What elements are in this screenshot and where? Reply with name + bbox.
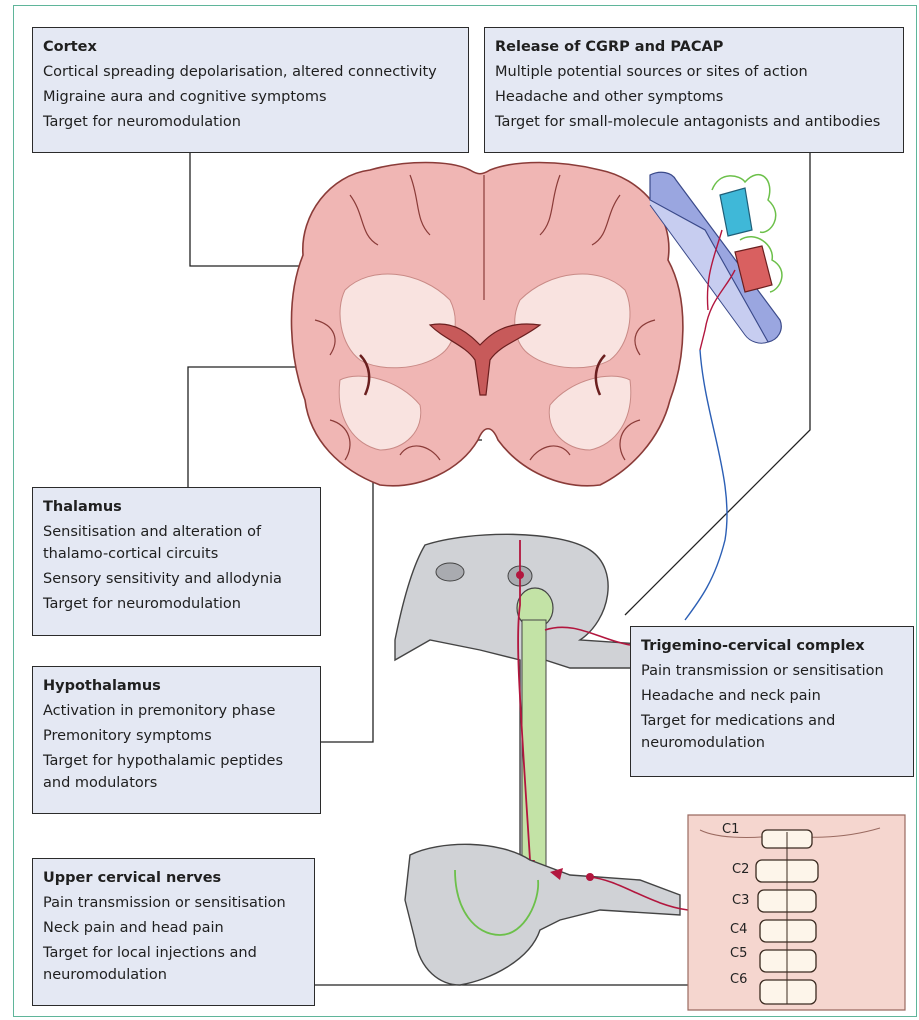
hypothalamus-title: Hypothalamus bbox=[43, 676, 310, 696]
tcc-line: Pain transmission or sensitisation bbox=[641, 661, 903, 681]
cortex-line: Target for neuromodulation bbox=[43, 112, 458, 132]
cgrp-box: Release of CGRP and PACAP Multiple poten… bbox=[484, 27, 904, 153]
thalamus-box: Thalamus Sensitisation and alteration of… bbox=[32, 487, 321, 636]
cortex-line: Cortical spreading depolarisation, alter… bbox=[43, 62, 458, 82]
vertebra-label-c5: C5 bbox=[730, 946, 747, 961]
vertebra-label-c2: C2 bbox=[732, 862, 749, 877]
thalamus-title: Thalamus bbox=[43, 497, 310, 517]
ucn-line: neuromodulation bbox=[43, 965, 304, 985]
hypothalamus-line: Premonitory symptoms bbox=[43, 726, 310, 746]
cgrp-title: Release of CGRP and PACAP bbox=[495, 37, 893, 57]
tcc-line: Headache and neck pain bbox=[641, 686, 903, 706]
vertebra-label-c4: C4 bbox=[730, 922, 747, 937]
tcc-title: Trigemino-cervical complex bbox=[641, 636, 903, 656]
cgrp-line: Headache and other symptoms bbox=[495, 87, 893, 107]
hypothalamus-line: Target for hypothalamic peptides bbox=[43, 751, 310, 771]
cgrp-line: Target for small-molecule antagonists an… bbox=[495, 112, 893, 132]
ucn-line: Target for local injections and bbox=[43, 943, 304, 963]
hypothalamus-line: and modulators bbox=[43, 773, 310, 793]
tcc-box: Trigemino-cervical complex Pain transmis… bbox=[630, 626, 914, 777]
ucn-line: Pain transmission or sensitisation bbox=[43, 893, 304, 913]
cortex-line: Migraine aura and cognitive symptoms bbox=[43, 87, 458, 107]
cortex-box: Cortex Cortical spreading depolarisation… bbox=[32, 27, 469, 153]
hypothalamus-box: Hypothalamus Activation in premonitory p… bbox=[32, 666, 321, 814]
thalamus-line: Sensitisation and alteration of bbox=[43, 522, 310, 542]
cortex-connector bbox=[190, 153, 315, 266]
tcc-line: neuromodulation bbox=[641, 733, 903, 753]
tcc-line: Target for medications and bbox=[641, 711, 903, 731]
thalamus-line: thalamo-cortical circuits bbox=[43, 544, 310, 564]
cgrp-line: Multiple potential sources or sites of a… bbox=[495, 62, 893, 82]
neck-illustration bbox=[688, 815, 905, 1010]
cortex-title: Cortex bbox=[43, 37, 458, 57]
thalamus-line: Sensory sensitivity and allodynia bbox=[43, 569, 310, 589]
ucn-title: Upper cervical nerves bbox=[43, 868, 304, 888]
vertebra-label-c1: C1 bbox=[722, 822, 739, 837]
thalamus-line: Target for neuromodulation bbox=[43, 594, 310, 614]
hypothalamus-line: Activation in premonitory phase bbox=[43, 701, 310, 721]
vertebra-label-c6: C6 bbox=[730, 972, 747, 987]
ucn-line: Neck pain and head pain bbox=[43, 918, 304, 938]
ucn-box: Upper cervical nerves Pain transmission … bbox=[32, 858, 315, 1006]
brain-coronal-section bbox=[291, 163, 682, 486]
brainstem-illustration bbox=[395, 534, 660, 875]
vertebra-label-c3: C3 bbox=[732, 893, 749, 908]
